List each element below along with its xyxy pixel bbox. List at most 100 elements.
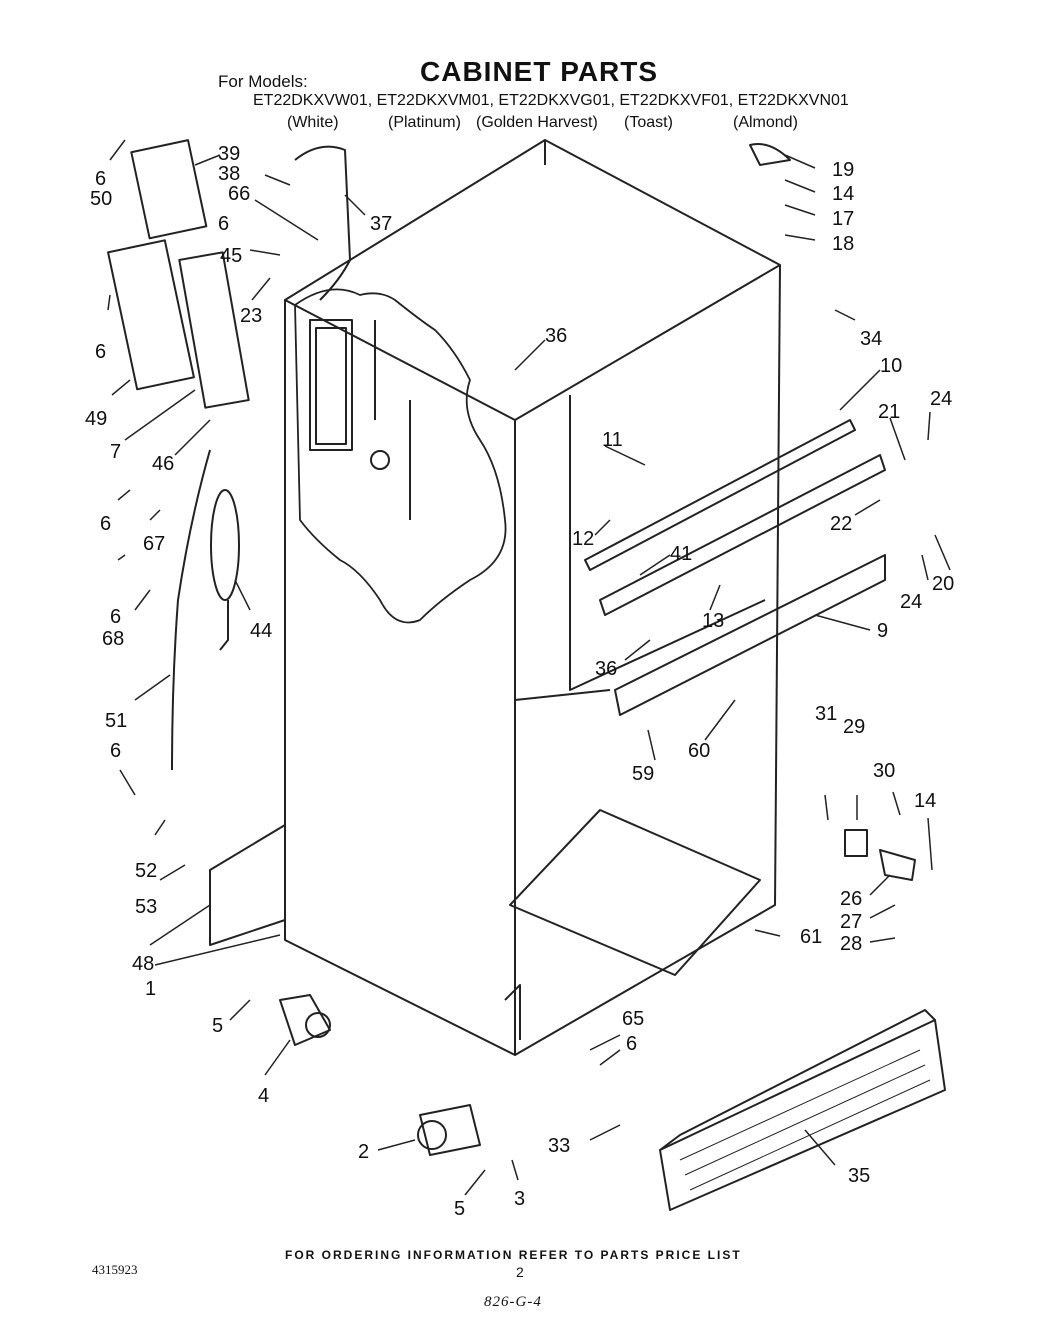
callout-11: 11: [602, 429, 623, 451]
model-numbers: ET22DKXVW01, ET22DKXVM01, ET22DKXVG01, E…: [253, 92, 849, 109]
callout-37: 37: [370, 213, 392, 235]
callout-44: 44: [250, 620, 272, 642]
callout-17: 17: [832, 208, 854, 230]
callout-52: 52: [135, 860, 157, 882]
callout-14-b: 14: [914, 790, 936, 812]
callout-5-b: 5: [454, 1198, 465, 1220]
callout-33: 33: [548, 1135, 570, 1157]
cabinet-top-outline: [284, 139, 781, 421]
cabinet-front-outline: [284, 300, 516, 1056]
callout-26: 26: [840, 888, 862, 910]
inner-frame: [309, 319, 353, 451]
gasket-7: [178, 251, 250, 409]
callout-29: 29: [843, 716, 865, 738]
callout-23: 23: [240, 305, 262, 327]
coil-44: [210, 489, 240, 601]
grille-48: [209, 824, 286, 946]
roller-2: [419, 1104, 481, 1156]
callout-14-a: 14: [832, 183, 854, 205]
callout-66: 66: [228, 183, 250, 205]
rail-10: [584, 419, 856, 571]
callout-24-b: 24: [900, 591, 922, 613]
callout-6-b: 6: [218, 213, 229, 235]
rail-22: [599, 454, 886, 616]
callout-53: 53: [135, 896, 157, 918]
callout-4: 4: [258, 1085, 269, 1107]
callout-6-f: 6: [110, 740, 121, 762]
document-number: 4315923: [92, 1262, 138, 1277]
harness-37: [294, 145, 351, 301]
hinge-19: [749, 143, 791, 166]
callout-45: 45: [220, 245, 242, 267]
roller-4: [279, 994, 331, 1046]
color-golden-harvest: (Golden Harvest): [476, 114, 598, 131]
color-platinum: (Platinum): [388, 114, 461, 131]
callout-59: 59: [632, 763, 654, 785]
rail-9: [614, 554, 886, 716]
color-almond: (Almond): [733, 114, 798, 131]
callout-35: 35: [848, 1165, 870, 1187]
callout-50: 50: [90, 188, 112, 210]
inner-frame-inset: [315, 327, 347, 445]
callout-6-g: 6: [626, 1033, 637, 1055]
color-white: (White): [287, 114, 339, 131]
callout-61: 61: [800, 926, 822, 948]
hinge-26: [879, 849, 916, 881]
handwritten-note: 826-G-4: [484, 1294, 542, 1310]
callout-20: 20: [932, 573, 954, 595]
callout-51: 51: [105, 710, 127, 732]
callout-24-a: 24: [930, 388, 952, 410]
callout-19: 19: [832, 159, 854, 181]
callout-1: 1: [145, 978, 156, 1000]
callout-2: 2: [358, 1141, 369, 1163]
cord-44: [219, 600, 229, 651]
callout-7: 7: [110, 441, 121, 463]
page-title: CABINET PARTS: [420, 56, 659, 87]
color-toast: (Toast): [624, 114, 673, 131]
hinge-plate-29: [844, 829, 868, 857]
callout-3: 3: [514, 1188, 525, 1210]
callout-5-a: 5: [212, 1015, 223, 1037]
callout-49: 49: [85, 408, 107, 430]
callout-38: 38: [218, 163, 240, 185]
callout-12: 12: [572, 528, 594, 550]
thermostat-knob: [370, 450, 390, 470]
cabinet-interior-back: [569, 395, 766, 691]
callout-9: 9: [877, 620, 888, 642]
callout-34: 34: [860, 328, 882, 350]
callout-18: 18: [832, 233, 854, 255]
cabinet-right-side: [514, 264, 781, 1056]
tube-51: [171, 449, 211, 771]
grille-top: [659, 1009, 936, 1151]
callout-6-a: 6: [95, 168, 106, 190]
for-models-label: For Models:: [218, 72, 308, 91]
callout-36-a: 36: [545, 325, 567, 347]
callout-31: 31: [815, 703, 837, 725]
callout-10: 10: [880, 355, 902, 377]
callout-21: 21: [878, 401, 900, 423]
control-cover-39: [130, 139, 208, 240]
callout-6-c: 6: [95, 341, 106, 363]
callout-27: 27: [840, 911, 862, 933]
cabinet-floor: [509, 809, 761, 976]
callout-39: 39: [218, 143, 240, 165]
housing-49: [107, 239, 195, 391]
callout-22: 22: [830, 513, 852, 535]
callout-13: 13: [702, 610, 724, 632]
callout-48: 48: [132, 953, 154, 975]
callout-67: 67: [143, 533, 165, 555]
callout-36-b: 36: [595, 658, 617, 680]
callout-28: 28: [840, 933, 862, 955]
callout-65: 65: [622, 1008, 644, 1030]
callout-60: 60: [688, 740, 710, 762]
callout-30: 30: [873, 760, 895, 782]
callout-6-e: 6: [110, 606, 121, 628]
page-number: 2: [516, 1264, 524, 1280]
torn-cutaway: [294, 288, 507, 624]
ordering-note: FOR ORDERING INFORMATION REFER TO PARTS …: [285, 1248, 742, 1262]
callout-68: 68: [102, 628, 124, 650]
front-panel-grille: [659, 1019, 946, 1211]
callout-6-d: 6: [100, 513, 111, 535]
callout-46: 46: [152, 453, 174, 475]
